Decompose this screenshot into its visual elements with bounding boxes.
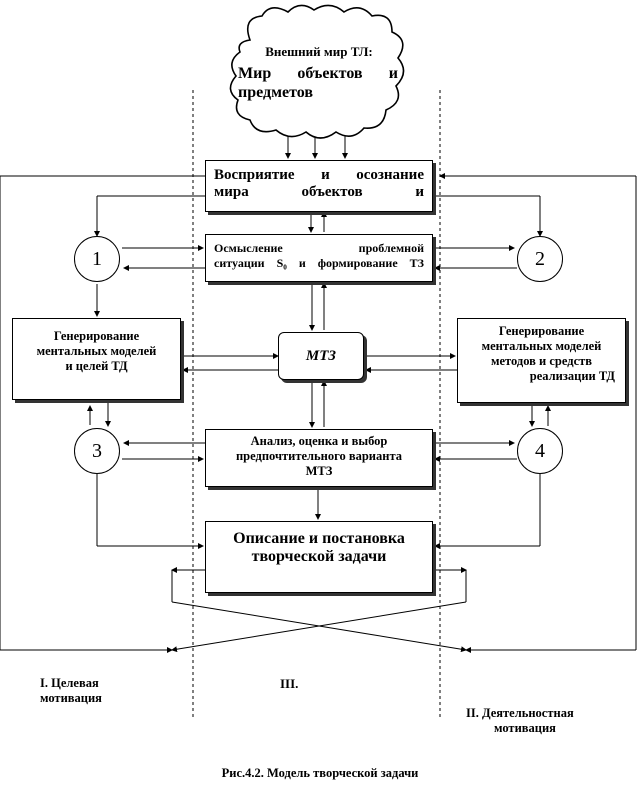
left-generation-box: Генерирование ментальных моделей и целей… bbox=[12, 318, 181, 400]
circle-2: 2 bbox=[517, 236, 563, 282]
understanding-line-1: Осмысление проблемной bbox=[214, 241, 424, 255]
zone-right-line-2: мотивация bbox=[494, 721, 556, 735]
right-gen-line-2: ментальных моделей bbox=[481, 339, 602, 353]
perception-box: Восприятие и осознание мира объектов и bbox=[205, 160, 433, 212]
zone-label-middle: III. bbox=[280, 676, 299, 691]
cloud-line-2: Мир объектов и bbox=[238, 65, 398, 82]
description-box: Описание и постановка творческой задачи bbox=[205, 521, 433, 593]
understanding-line-2: ситуации S₀ и формирование ТЗ bbox=[214, 256, 424, 270]
analysis-line-1: Анализ, оценка и выбор bbox=[250, 434, 388, 448]
zone-left-line-2: мотивация bbox=[40, 691, 102, 705]
right-gen-line-4: реализации ТД bbox=[529, 369, 615, 383]
mtz-label: МТЗ bbox=[305, 347, 337, 364]
cloud-line-3: предметов bbox=[238, 84, 313, 102]
circle-3: 3 bbox=[74, 428, 120, 474]
cloud-title: Внешний мир ТЛ: bbox=[244, 44, 394, 60]
cloud-body: Мир объектов и предметов bbox=[238, 64, 398, 102]
analysis-box: Анализ, оценка и выбор предпочтительного… bbox=[205, 429, 433, 487]
right-gen-line-1: Генерирование bbox=[498, 324, 585, 338]
right-generation-box: Генерирование ментальных моделей методов… bbox=[457, 318, 626, 403]
analysis-line-2: предпочтительного варианта bbox=[235, 449, 403, 463]
description-line-1: Описание и постановка bbox=[233, 530, 405, 547]
left-gen-line-3: и целей ТД bbox=[65, 359, 128, 373]
figure-caption: Рис.4.2. Модель творческой задачи bbox=[221, 766, 419, 780]
cloud-shape bbox=[229, 4, 405, 139]
cloud-line-1: Внешний мир ТЛ: bbox=[265, 44, 373, 59]
understanding-box: Осмысление проблемной ситуации S₀ и форм… bbox=[205, 234, 433, 282]
circle-1: 1 bbox=[74, 236, 120, 282]
zone-left-line-1: I. Целевая bbox=[40, 676, 99, 690]
right-gen-line-3: методов и средств bbox=[490, 354, 593, 368]
perception-line-1: Восприятие и осознание bbox=[214, 167, 424, 183]
left-gen-line-2: ментальных моделей bbox=[36, 344, 157, 358]
zone-right-line-1: II. Деятельностная bbox=[466, 706, 574, 720]
zone-label-right: II. Деятельностная мотивация bbox=[466, 706, 626, 736]
zone-label-left: I. Целевая мотивация bbox=[40, 676, 160, 706]
left-gen-line-1: Генерирование bbox=[53, 329, 140, 343]
mtz-box: МТЗ bbox=[278, 332, 364, 380]
circle-4: 4 bbox=[517, 428, 563, 474]
analysis-line-3: МТЗ bbox=[305, 464, 333, 478]
description-line-2: творческой задачи bbox=[251, 548, 387, 565]
perception-line-2: мира объектов и bbox=[214, 184, 424, 200]
